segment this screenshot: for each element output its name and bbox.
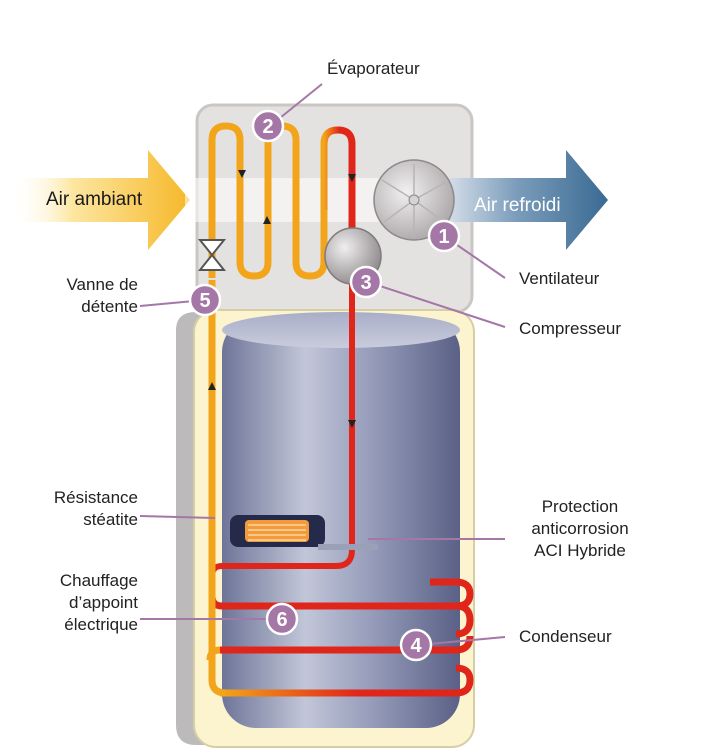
marker-5: 5 — [188, 283, 222, 317]
marker-6: 6 — [265, 602, 299, 636]
svg-text:1: 1 — [438, 226, 449, 248]
steatite-resistance-icon — [230, 515, 378, 550]
expansion-valve-icon — [197, 239, 227, 271]
marker-3: 3 — [349, 265, 383, 299]
label-resistance-steatite: Résistance stéatite — [53, 488, 138, 529]
svg-text:5: 5 — [199, 290, 210, 312]
air-out-arrow — [440, 150, 608, 250]
condenser-coils — [206, 280, 474, 697]
svg-text:3: 3 — [360, 272, 371, 294]
flow-arrows — [208, 170, 356, 428]
marker-1: 1 — [427, 219, 461, 253]
evaporator-coil-hot — [320, 126, 356, 232]
label-compresseur: Compresseur — [519, 319, 622, 338]
marker-4: 4 — [399, 628, 433, 662]
label-air-refroidi: Air refroidi — [474, 195, 561, 216]
svg-text:4: 4 — [410, 635, 422, 657]
air-in-arrow — [10, 150, 190, 250]
inner-tank-top — [222, 312, 460, 348]
label-ventilateur: Ventilateur — [519, 269, 600, 288]
fan-icon — [373, 159, 455, 241]
label-vanne-detente: Vanne de détente — [66, 275, 138, 316]
marker-2: 2 — [251, 109, 285, 143]
svg-text:2: 2 — [262, 116, 273, 138]
label-condenseur: Condenseur — [519, 627, 612, 646]
label-evaporateur: Évaporateur — [327, 59, 420, 78]
label-protection-anticorrosion: Protection anticorrosion ACI Hybride — [531, 497, 629, 560]
svg-text:6: 6 — [276, 609, 287, 631]
label-chauffage-appoint: Chauffage d’appoint électrique — [59, 571, 138, 634]
label-air-ambiant: Air ambiant — [46, 189, 143, 210]
